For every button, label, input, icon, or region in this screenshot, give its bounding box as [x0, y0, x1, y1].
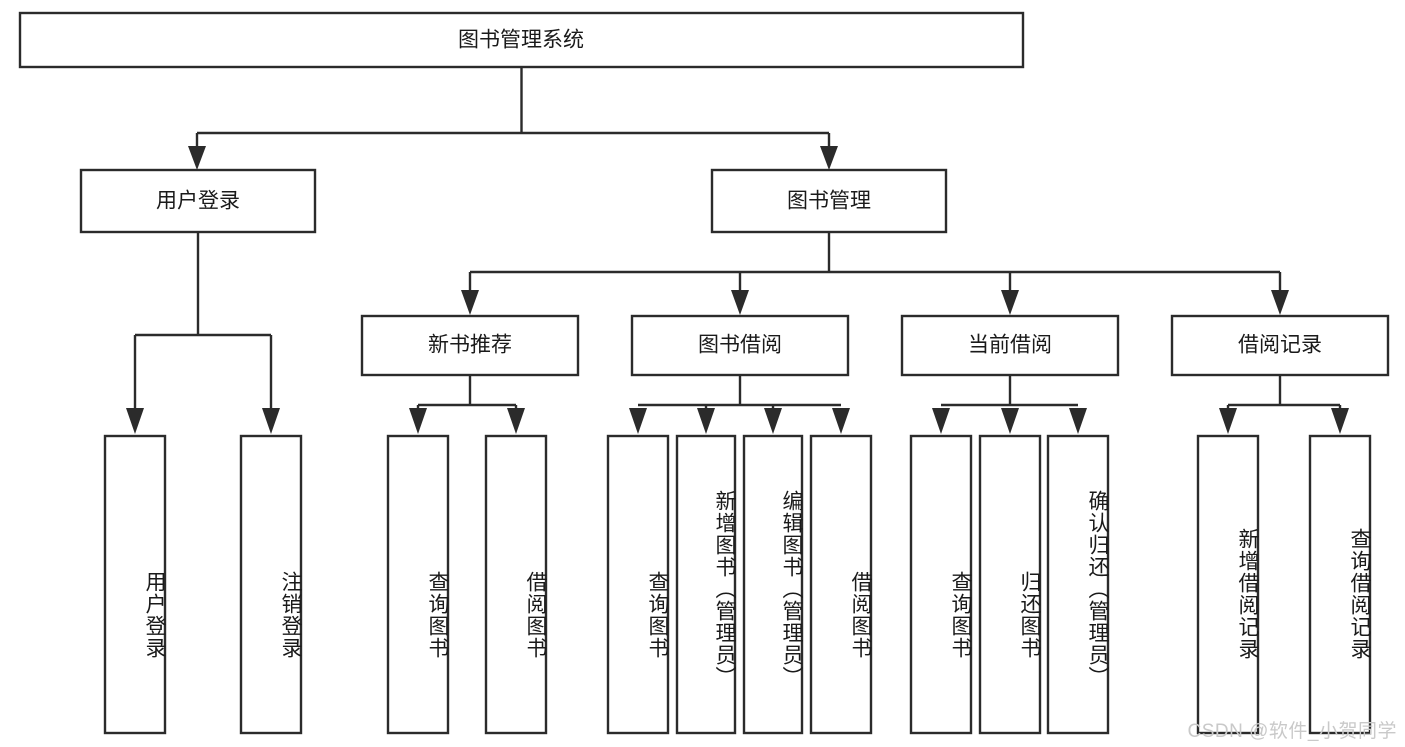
- arrow-head-leaf-confirm-return: [1069, 408, 1087, 434]
- leaf-box-edit-book[interactable]: [742, 434, 804, 735]
- arrow-head-leaf-query-record: [1331, 408, 1349, 434]
- node-borrow-record-label: 借阅记录: [1238, 334, 1322, 357]
- node-book-manage-label: 图书管理: [787, 190, 871, 213]
- node-user-login[interactable]: 用户登录: [79, 168, 317, 234]
- leaf-box-borrow-book-1[interactable]: [484, 434, 548, 735]
- node-book-manage[interactable]: 图书管理: [710, 168, 948, 234]
- node-current-borrow[interactable]: 当前借阅: [900, 314, 1120, 377]
- node-book-borrow-label: 图书借阅: [698, 334, 782, 357]
- arrow-head-leaf-logout-login: [262, 408, 280, 434]
- arrow-head-leaf-user-login: [126, 408, 144, 434]
- leaf-box-return-book[interactable]: [978, 434, 1042, 735]
- arrow-head-book-borrow: [731, 290, 749, 315]
- connector-layer: [126, 67, 1349, 434]
- arrow-head-leaf-return-book: [1001, 408, 1019, 434]
- leaf-box-borrow-book-2[interactable]: [809, 434, 873, 735]
- leaf-box-add-book[interactable]: [675, 434, 737, 735]
- arrow-head-leaf-query-book-1: [409, 408, 427, 434]
- leaf-box-query-book-2[interactable]: [606, 434, 670, 735]
- arrow-head-current-borrow: [1001, 290, 1019, 315]
- arrow-head-new-book-recommend: [461, 290, 479, 315]
- arrow-head-leaf-edit-book: [764, 408, 782, 434]
- leaf-box-query-book-1[interactable]: [386, 434, 450, 735]
- node-book-borrow[interactable]: 图书借阅: [630, 314, 850, 377]
- arrow-head-user-login: [188, 146, 206, 170]
- leaf-box-add-record[interactable]: [1196, 434, 1260, 735]
- arrow-head-leaf-add-record: [1219, 408, 1237, 434]
- arrow-head-leaf-add-book: [697, 408, 715, 434]
- arrow-head-borrow-record: [1271, 290, 1289, 315]
- leaf-box-query-record[interactable]: [1308, 434, 1372, 735]
- node-root[interactable]: 图书管理系统: [18, 11, 1025, 69]
- leaf-box-user-login[interactable]: [103, 434, 167, 735]
- node-current-borrow-label: 当前借阅: [968, 334, 1052, 357]
- leaf-box-confirm-return[interactable]: [1046, 434, 1110, 735]
- node-borrow-record[interactable]: 借阅记录: [1170, 314, 1390, 377]
- csdn-watermark: CSDN @软件_小贺同学: [1187, 721, 1397, 742]
- node-new-book-recommend-label: 新书推荐: [428, 334, 512, 357]
- arrow-head-leaf-borrow-book-1: [507, 408, 525, 434]
- node-new-book-recommend[interactable]: 新书推荐: [360, 314, 580, 377]
- arrow-head-leaf-query-book-3: [932, 408, 950, 434]
- arrow-head-leaf-query-book-2: [629, 408, 647, 434]
- arrow-head-book-manage: [820, 146, 838, 170]
- arrow-head-leaf-borrow-book-2: [832, 408, 850, 434]
- node-root-label: 图书管理系统: [458, 29, 584, 52]
- leaf-box-logout-login[interactable]: [239, 434, 303, 735]
- node-user-login-label: 用户登录: [156, 190, 240, 213]
- leaf-box-query-book-3[interactable]: [909, 434, 973, 735]
